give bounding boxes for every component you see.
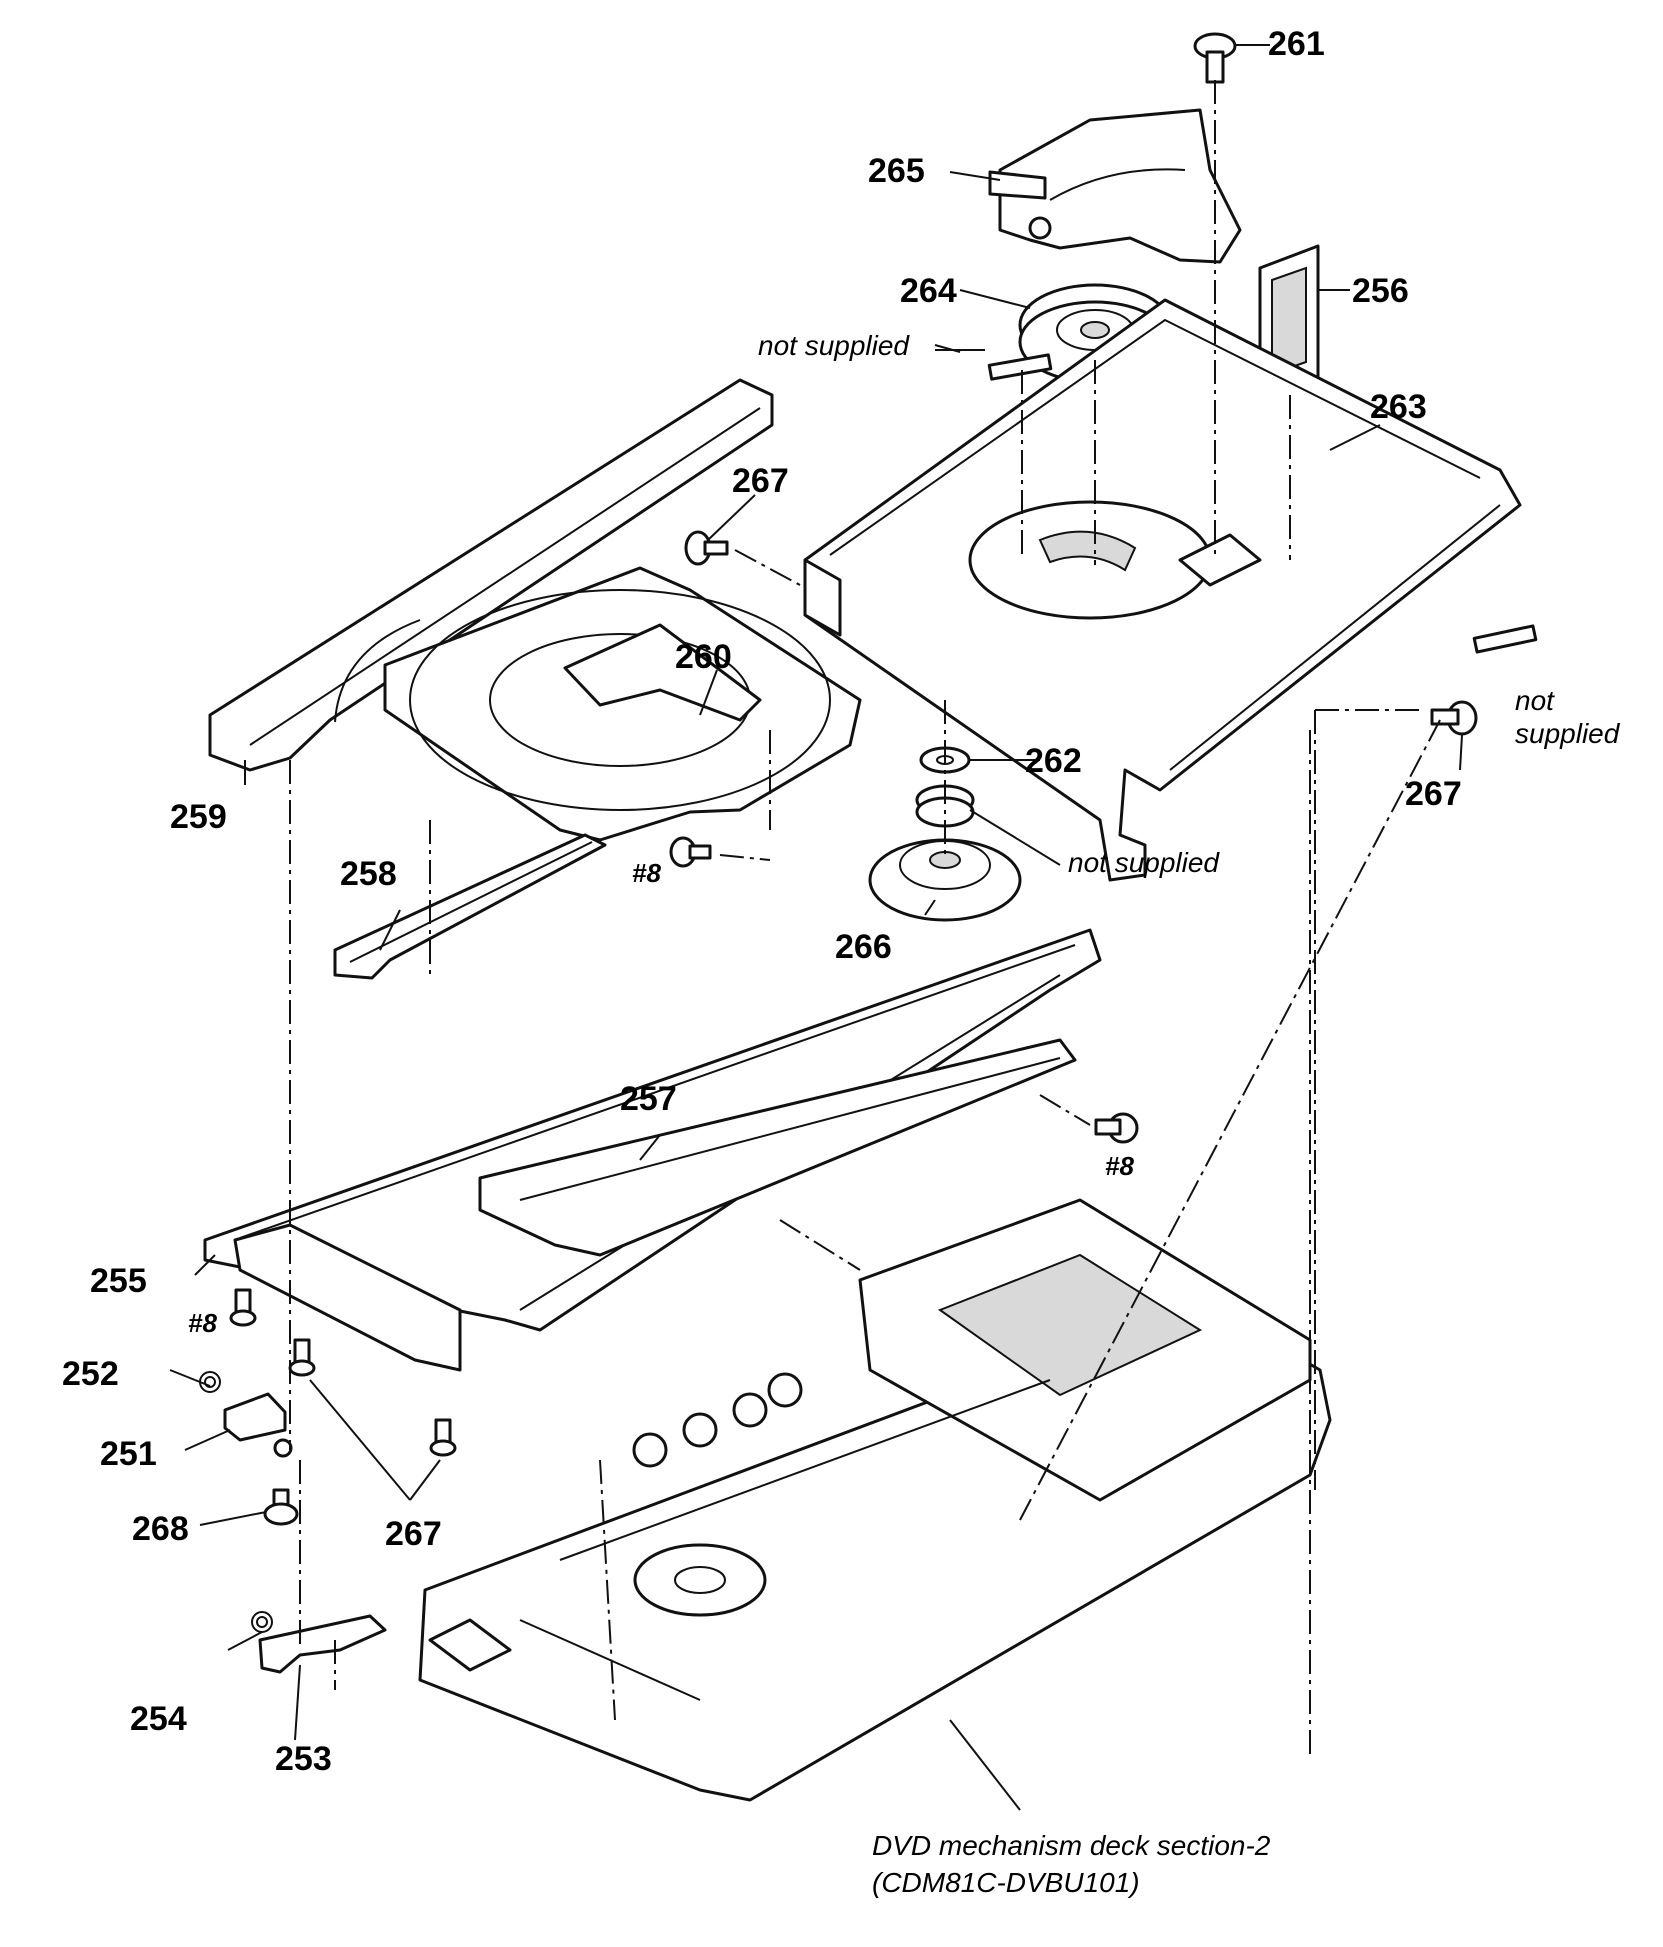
- assembly-lines: [289, 80, 1441, 1755]
- note-not-supplied-right-line2: supplied: [1515, 718, 1621, 749]
- screw-268: [263, 1488, 299, 1526]
- spring-252: [199, 1371, 221, 1393]
- label-251: 251: [100, 1435, 157, 1473]
- spring-254: [251, 1611, 273, 1633]
- note-not-supplied-right-line1: not: [1515, 685, 1555, 716]
- screw-8-b: [1094, 1112, 1139, 1144]
- not-supplied-tab-top: [987, 353, 1053, 381]
- label-260: 260: [675, 638, 732, 676]
- screw-8-a: [669, 836, 712, 868]
- bracket-265: [988, 108, 1242, 264]
- slider-258: [333, 833, 607, 980]
- lever-253: [258, 1614, 387, 1674]
- screw-8-c: [229, 1288, 257, 1327]
- label-265: 265: [868, 152, 925, 190]
- label-254: 254: [130, 1700, 187, 1738]
- screw-267-c: [288, 1338, 316, 1377]
- screw-267-d: [429, 1418, 457, 1457]
- screw-267-a: [684, 530, 729, 566]
- note-not-supplied-mid: not supplied: [1068, 847, 1220, 878]
- dvd-mechanism-deck: [418, 1198, 1332, 1802]
- label-267-bottom: 267: [385, 1515, 442, 1553]
- label-263: 263: [1370, 388, 1427, 426]
- label-266: 266: [835, 928, 892, 966]
- label-screw-8-c: #8: [188, 1308, 217, 1338]
- tray-base-255: [203, 928, 1102, 1372]
- reference-labels: 261 265 264 256 263 267 260 259 262 267 …: [62, 25, 1462, 1778]
- label-screw-8-b: #8: [1105, 1151, 1134, 1181]
- label-261: 261: [1268, 25, 1325, 63]
- label-264: 264: [900, 272, 957, 310]
- label-267-top: 267: [732, 462, 789, 500]
- label-252: 252: [62, 1355, 119, 1393]
- label-267-right: 267: [1405, 775, 1462, 813]
- label-255: 255: [90, 1262, 147, 1300]
- note-deck-line2: (CDM81C-DVBU101): [872, 1867, 1140, 1898]
- screw-261: [1193, 32, 1237, 84]
- lever-251: [223, 1392, 293, 1458]
- label-262: 262: [1025, 742, 1082, 780]
- not-supplied-tab-right: [1472, 624, 1538, 654]
- label-257: 257: [620, 1080, 677, 1118]
- note-deck-line1: DVD mechanism deck section-2: [872, 1830, 1271, 1861]
- label-256: 256: [1352, 272, 1409, 310]
- label-259: 259: [170, 798, 227, 836]
- tray-piece-257: [478, 1038, 1077, 1257]
- label-268: 268: [132, 1510, 189, 1548]
- label-253: 253: [275, 1740, 332, 1778]
- label-screw-8-a: #8: [632, 858, 661, 888]
- tray-260: [383, 566, 862, 842]
- screw-267-b: [1430, 700, 1478, 736]
- leader-lines: [169, 44, 1463, 1811]
- rail-259: [208, 378, 774, 772]
- note-not-supplied-top: not supplied: [758, 330, 910, 361]
- notes: not supplied not supplied not supplied D…: [758, 330, 1621, 1898]
- label-258: 258: [340, 855, 397, 893]
